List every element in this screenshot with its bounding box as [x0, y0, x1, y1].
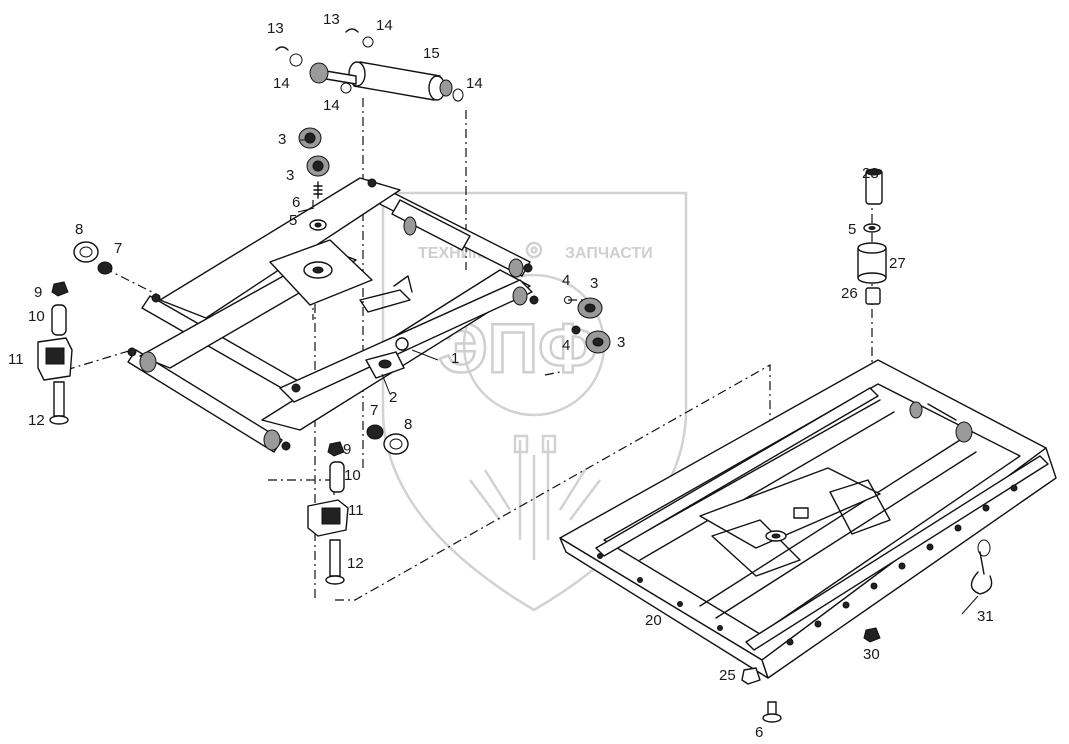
callout-3: 3 [286, 167, 294, 184]
base-plate-20 [559, 359, 1057, 679]
callout-26: 26 [841, 285, 858, 302]
callout-14: 14 [323, 97, 340, 114]
left-bracket-stack [37, 241, 113, 425]
callout-12: 12 [28, 412, 45, 429]
callout-3: 3 [278, 131, 286, 148]
bushings-3-right [564, 296, 611, 354]
callout-8: 8 [75, 221, 83, 238]
callout-6: 6 [755, 724, 763, 741]
callout-4: 4 [562, 337, 570, 354]
callout-1: 1 [451, 350, 459, 367]
callout-11: 11 [8, 351, 24, 368]
callout-6: 6 [292, 194, 300, 211]
scissor-frame [127, 177, 539, 453]
callout-14: 14 [273, 75, 290, 92]
callout-3: 3 [617, 334, 625, 351]
shock-absorber-15 [275, 28, 464, 102]
callout-25: 25 [719, 667, 736, 684]
callout-27: 27 [889, 255, 906, 272]
watermark-gear-icon [525, 241, 543, 259]
callout-4: 4 [562, 272, 570, 289]
bushings-3-top [298, 127, 330, 231]
callout-3: 3 [590, 275, 598, 292]
watermark-shield [381, 191, 688, 612]
callout-31: 31 [977, 608, 994, 625]
callout-14: 14 [376, 17, 393, 34]
callout-30: 30 [863, 646, 880, 663]
callout-9: 9 [34, 284, 42, 301]
callout-5: 5 [289, 212, 297, 229]
callout-28: 28 [862, 165, 879, 182]
right-parts-stack [857, 168, 887, 305]
callout-20: 20 [645, 612, 662, 629]
callout-10: 10 [344, 467, 361, 484]
callout-12: 12 [347, 555, 364, 572]
leader-lines [297, 139, 979, 615]
bottom-hardware [741, 627, 881, 723]
callout-labels: 13 14 13 14 15 14 14 3 3 6 5 8 7 9 10 11… [8, 11, 994, 741]
callout-7: 7 [114, 240, 122, 257]
callout-13: 13 [267, 20, 284, 37]
callout-7: 7 [370, 402, 378, 419]
callout-15: 15 [423, 45, 440, 62]
watermark-right-text: ЗАПЧАСТИ [565, 245, 653, 262]
callout-5: 5 [848, 221, 856, 238]
callout-2: 2 [389, 389, 397, 406]
callout-11: 11 [348, 502, 364, 519]
callout-13: 13 [323, 11, 340, 28]
watermark-wheat-icon [469, 434, 601, 560]
callout-8: 8 [404, 416, 412, 433]
callout-10: 10 [28, 308, 45, 325]
callout-9: 9 [343, 441, 351, 458]
lower-bracket-stack [307, 424, 409, 585]
callout-14: 14 [466, 75, 483, 92]
